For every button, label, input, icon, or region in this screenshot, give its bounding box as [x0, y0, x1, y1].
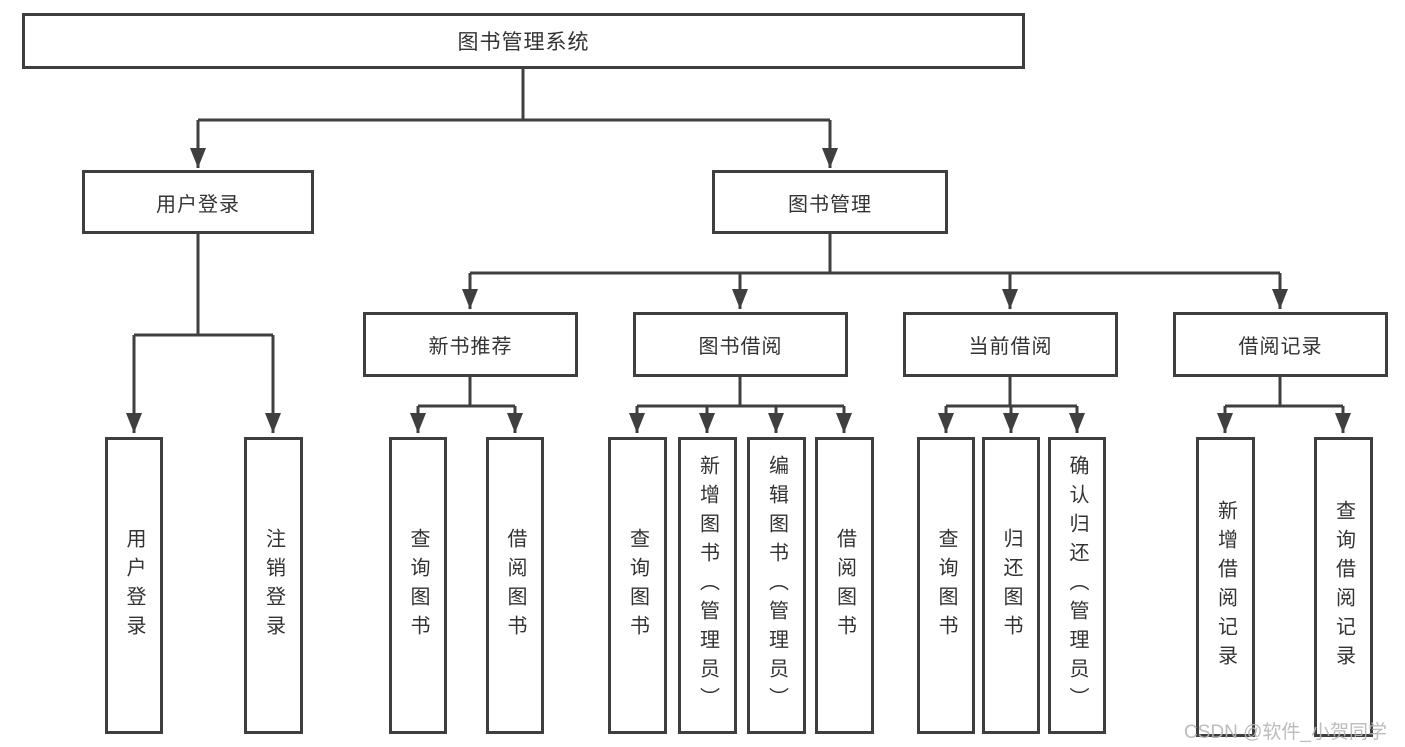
- node-add-borrow-record: 新增借阅记录: [1196, 437, 1255, 737]
- node-book-management: 图书管理: [712, 170, 948, 234]
- node-user-login-leaf: 用户登录: [105, 437, 163, 734]
- watermark: CSDN @软件_小贺同学: [1184, 722, 1387, 743]
- node-current-borrowing: 当前借阅: [903, 312, 1118, 377]
- node-add-books-admin: 新增图书（管理员）: [678, 437, 737, 734]
- node-query-books-current: 查询图书: [917, 437, 975, 734]
- node-logout-leaf: 注销登录: [244, 437, 303, 734]
- node-query-borrow-record: 查询借阅记录: [1314, 437, 1373, 737]
- node-new-book-recommendation: 新书推荐: [363, 312, 578, 377]
- node-query-books-recommend: 查询图书: [389, 437, 447, 734]
- node-edit-books-admin: 编辑图书（管理员）: [747, 437, 806, 734]
- node-confirm-return-admin: 确认归还（管理员）: [1048, 437, 1106, 734]
- node-root: 图书管理系统: [22, 13, 1025, 69]
- node-borrow-books-recommend: 借阅图书: [486, 437, 544, 734]
- node-borrow-books-borrowing: 借阅图书: [815, 437, 874, 734]
- node-book-borrowing: 图书借阅: [633, 312, 848, 377]
- node-borrowing-records: 借阅记录: [1173, 312, 1388, 377]
- node-return-books: 归还图书: [982, 437, 1040, 734]
- node-user-login: 用户登录: [82, 170, 314, 234]
- node-query-books-borrowing: 查询图书: [608, 437, 667, 734]
